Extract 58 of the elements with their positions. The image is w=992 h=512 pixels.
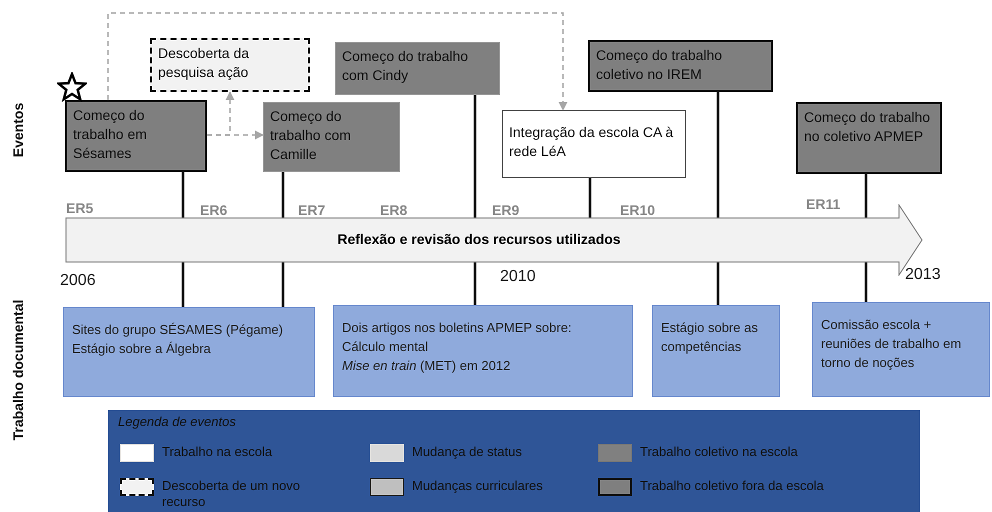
event-box	[65, 100, 207, 172]
axis-label: Trabalho documental	[10, 300, 26, 440]
document-box	[652, 305, 780, 397]
event-box	[588, 40, 773, 92]
connector-line	[716, 92, 720, 218]
connector-line	[282, 262, 284, 307]
period-label: ER9	[492, 202, 520, 218]
legend-text: Trabalho coletivo na escola	[640, 444, 799, 460]
legend-title: Legenda de eventos	[118, 414, 236, 429]
event-box	[150, 38, 310, 92]
document-text: Dois artigos nos boletins APMEP sobre:	[342, 319, 573, 337]
connector-line	[716, 262, 720, 305]
axis-label: Eventos	[10, 102, 26, 158]
legend-text: Trabalho na escola	[162, 444, 274, 460]
event-text: Começo do trabalho no coletivo APMEP	[804, 108, 932, 146]
event-box	[502, 110, 686, 178]
dashed-arrow	[207, 91, 234, 136]
event-box	[796, 102, 942, 174]
event-text: Descoberta da pesquisa ação	[158, 44, 250, 82]
document-box	[63, 307, 315, 397]
connector-line	[588, 178, 592, 218]
year-label: 2013	[905, 266, 941, 284]
event-text: Integração da escola CA à rede LéA	[509, 123, 674, 161]
document-text: Cálculo mental	[342, 338, 429, 356]
event-text: Começo do trabalho coletivo no IREM	[596, 46, 724, 84]
period-label: ER5	[66, 200, 94, 216]
connector-line	[474, 95, 476, 218]
document-text: Mise en train (MET) em 2012	[342, 357, 512, 375]
event-text: Começo do trabalho com Cindy	[342, 47, 470, 85]
band-text: Reflexão e revisão dos recursos utilizados	[336, 231, 622, 247]
legend-text: Descoberta de um novo recurso	[162, 478, 302, 510]
connector-line	[864, 174, 868, 218]
period-label: ER11	[806, 196, 840, 212]
connector-line	[182, 172, 184, 218]
document-text: Estágio sobre as competências	[661, 319, 759, 356]
event-box	[335, 42, 500, 95]
connector-line	[282, 172, 284, 218]
legend-text: Mudanças curriculares	[412, 478, 544, 494]
period-label: ER8	[380, 202, 408, 218]
event-text: Começo do trabalho com Camille	[270, 107, 352, 164]
connector-line	[864, 262, 868, 302]
period-label: ER10	[620, 202, 656, 218]
event-text: Começo do trabalho em Sésames	[73, 106, 148, 163]
document-box	[333, 305, 633, 397]
dashed-arrow	[107, 12, 568, 111]
document-box	[812, 302, 990, 397]
connector-line	[182, 262, 184, 307]
connector-line	[474, 262, 476, 305]
legend-text: Trabalho coletivo fora da escola	[640, 478, 825, 494]
document-text: Comissão escola + reuniões de trabalho em torno de noções	[821, 316, 962, 372]
legend-text: Mudança de status	[412, 444, 523, 460]
document-text: Estágio sobre a Álgebra	[72, 340, 212, 358]
year-label: 2006	[60, 272, 96, 290]
event-box	[263, 102, 400, 172]
period-label: ER6	[200, 202, 228, 218]
year-label: 2010	[500, 268, 536, 286]
document-text: Sites do grupo SÉSAMES (Pégame)	[72, 321, 284, 339]
period-label: ER7	[298, 202, 326, 218]
